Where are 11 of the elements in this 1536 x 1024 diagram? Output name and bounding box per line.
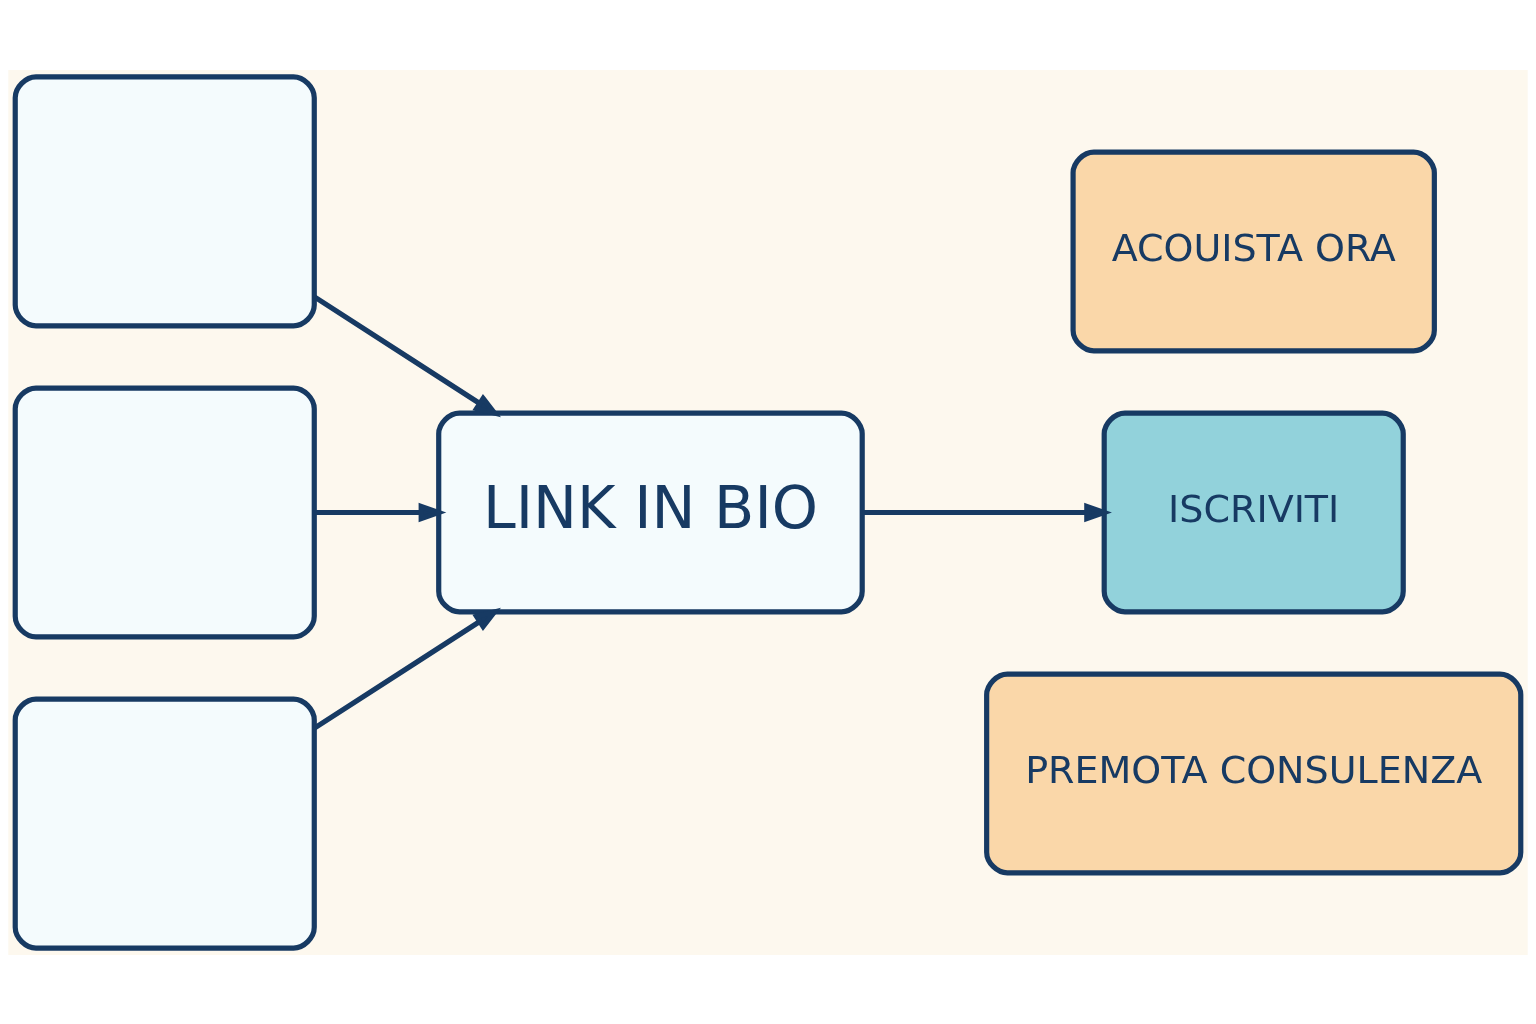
node-box: PREMOTA CONSULENZA [984, 671, 1524, 875]
node-box: LINK IN BIO [436, 410, 865, 614]
node-box [12, 696, 317, 951]
arrow [862, 502, 1112, 522]
arrow [313, 607, 501, 730]
node-box: ACOUISTA ORA [1070, 149, 1437, 353]
arrow [314, 502, 447, 522]
node-box: ISCRIVITI [1101, 410, 1406, 614]
arrow [313, 294, 501, 417]
node-box [12, 384, 317, 640]
node-box [12, 73, 317, 328]
